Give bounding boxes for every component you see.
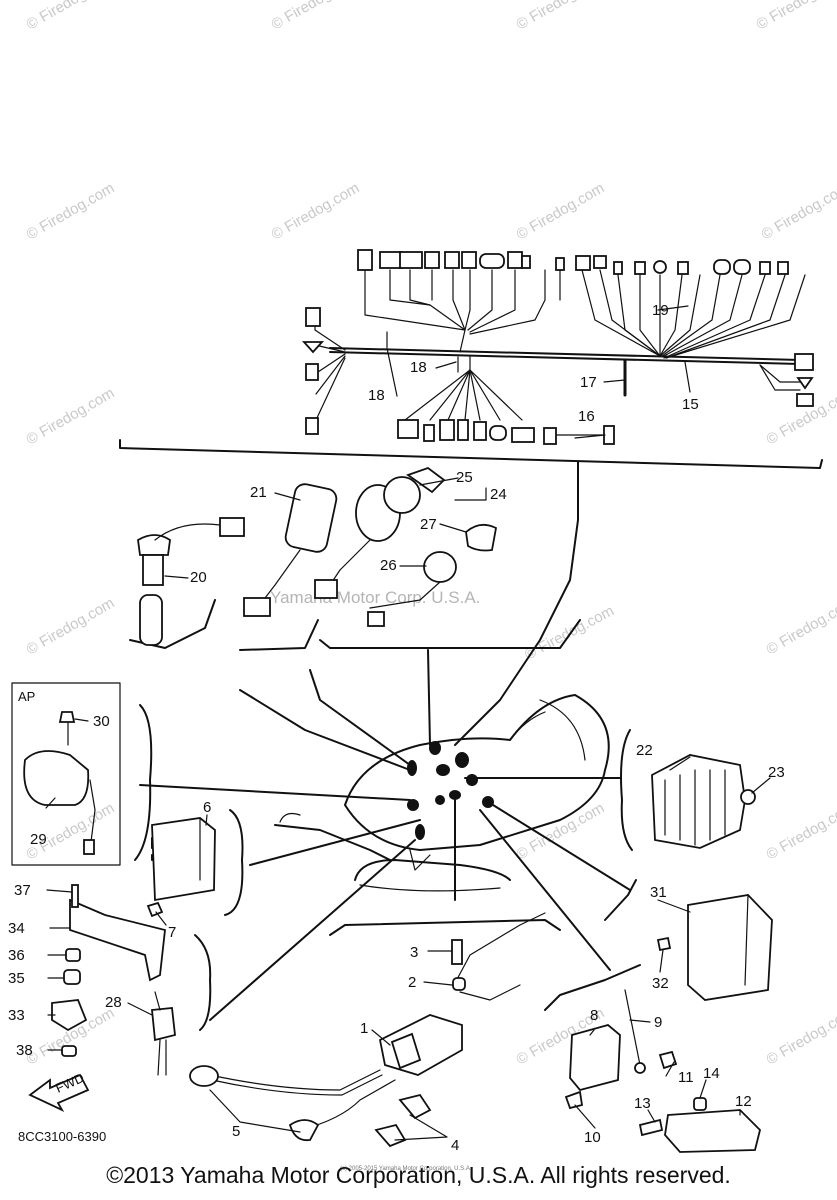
watermark: © Firedog.com — [514, 799, 608, 863]
callout-18a: 18 — [368, 387, 385, 404]
part-28 — [151, 991, 176, 1076]
callout-5: 5 — [232, 1123, 240, 1140]
watermark: © Firedog.com — [759, 179, 837, 243]
copyright-footer: ©2013 Yamaha Motor Corporation, U.S.A. A… — [106, 1162, 731, 1188]
watermark: © Firedog.com — [514, 179, 608, 243]
callout-26: 26 — [380, 557, 397, 574]
callout-24: 24 — [490, 486, 507, 503]
part-26-27 — [367, 523, 498, 627]
wire-harness — [119, 249, 823, 746]
callout-35: 35 — [8, 970, 25, 987]
watermark: © Firedog.com — [24, 594, 118, 658]
callout-25: 25 — [456, 469, 473, 486]
callout-18b: 18 — [410, 359, 427, 376]
overlay-watermark: Yamaha Motor Corp. U.S.A. — [270, 588, 480, 607]
watermark: © Firedog.com — [24, 384, 118, 448]
callout-28: 28 — [105, 994, 122, 1011]
watermark: © Firedog.com — [754, 0, 837, 33]
callout-7: 7 — [168, 924, 176, 941]
callout-22: 22 — [636, 742, 653, 759]
watermark: © Firedog.com — [764, 1004, 837, 1068]
callout-34: 34 — [8, 920, 25, 937]
watermark: © Firedog.com — [764, 594, 837, 658]
watermark: © Firedog.com — [514, 0, 608, 33]
part-20 — [137, 517, 245, 646]
part-1-coil — [378, 912, 546, 1076]
callout-1: 1 — [360, 1020, 368, 1037]
callout-15: 15 — [682, 396, 699, 413]
callout-20: 20 — [190, 569, 207, 586]
diagram-code: 8CC3100-6390 — [18, 1129, 106, 1144]
part-6-7 — [146, 817, 216, 918]
callout-16: 16 — [578, 408, 595, 425]
callout-29: 29 — [30, 831, 47, 848]
callout-2: 2 — [408, 974, 416, 991]
callout-21: 21 — [250, 484, 267, 501]
watermark: © Firedog.com — [764, 799, 837, 863]
callout-leaders — [45, 305, 771, 1141]
callout-36: 36 — [8, 947, 25, 964]
part-24-ignition — [314, 466, 446, 599]
callout-33: 33 — [8, 1007, 25, 1024]
parts-8-11 — [564, 989, 678, 1110]
callout-6: 6 — [203, 799, 211, 816]
callout-19: 19 — [652, 302, 669, 319]
callout-9: 9 — [654, 1014, 662, 1031]
leader-lines — [139, 649, 631, 1021]
watermark: © Firedog.com — [269, 179, 363, 243]
callout-numbers: 1 2 3 4 5 6 7 8 9 10 11 12 13 14 15 16 1… — [8, 302, 785, 1154]
fwd-arrow: FWD — [28, 1070, 90, 1113]
callout-11: 11 — [678, 1069, 694, 1086]
callout-32: 32 — [652, 975, 669, 992]
tiny-notice: (c) 2005-2015 Yamaha Motor Corporation, … — [340, 1166, 472, 1172]
inset-label: AP — [18, 689, 35, 704]
part-5-wires — [189, 1065, 396, 1142]
watermark: © Firedog.com — [24, 179, 118, 243]
callout-8: 8 — [590, 1007, 598, 1024]
callout-27: 27 — [420, 516, 437, 533]
callout-13: 13 — [634, 1095, 651, 1112]
component-cluster — [407, 741, 494, 840]
callout-4: 4 — [451, 1137, 459, 1154]
watermark: © Firedog.com — [522, 602, 617, 663]
parts-33-38 — [51, 884, 166, 1057]
callout-30: 30 — [93, 713, 110, 730]
watermark: © Firedog.com — [24, 0, 118, 33]
snowmobile-outline — [274, 694, 610, 892]
callout-17: 17 — [580, 374, 597, 391]
callout-23: 23 — [768, 764, 785, 781]
watermark: © Firedog.com — [269, 0, 363, 33]
callout-37: 37 — [14, 882, 31, 899]
callout-14: 14 — [703, 1065, 720, 1082]
callout-3: 3 — [410, 944, 418, 961]
callout-38: 38 — [16, 1042, 33, 1059]
callout-12: 12 — [735, 1093, 752, 1110]
part-21 — [243, 483, 338, 617]
part-31-32 — [656, 894, 773, 1001]
ap-inset: AP — [11, 682, 121, 866]
part-22-23 — [651, 754, 756, 849]
parts-12-14 — [638, 1097, 761, 1153]
callout-10: 10 — [584, 1129, 601, 1146]
callout-31: 31 — [650, 884, 667, 901]
